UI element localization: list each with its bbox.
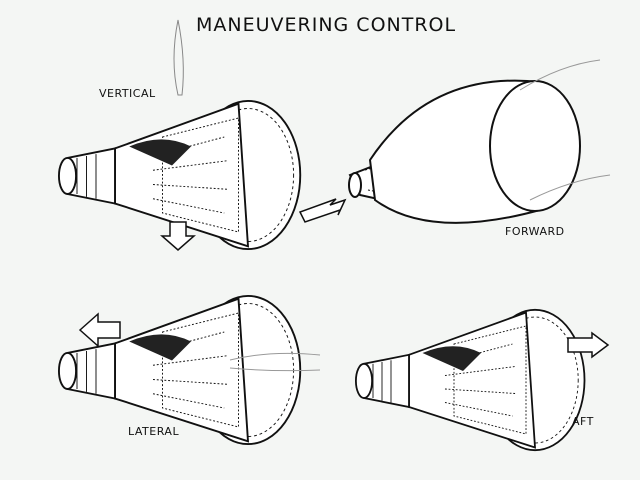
right-arrow-icon: [567, 331, 610, 359]
lateral-thruster-plume: [229, 352, 321, 372]
vertical-thruster-plume: [173, 19, 184, 96]
aft-capsule: [354, 308, 586, 452]
label-aft: AFT: [572, 415, 594, 428]
forward-capsule: [348, 59, 611, 224]
label-forward: FORWARD: [505, 225, 565, 238]
down-arrow-icon: [160, 221, 196, 251]
forward-arrow-icon: [298, 198, 347, 223]
page-title: MANEUVERING CONTROL: [196, 14, 457, 36]
left-arrow-icon: [78, 312, 121, 348]
label-lateral: LATERAL: [128, 425, 180, 438]
label-vertical: VERTICAL: [99, 87, 156, 100]
